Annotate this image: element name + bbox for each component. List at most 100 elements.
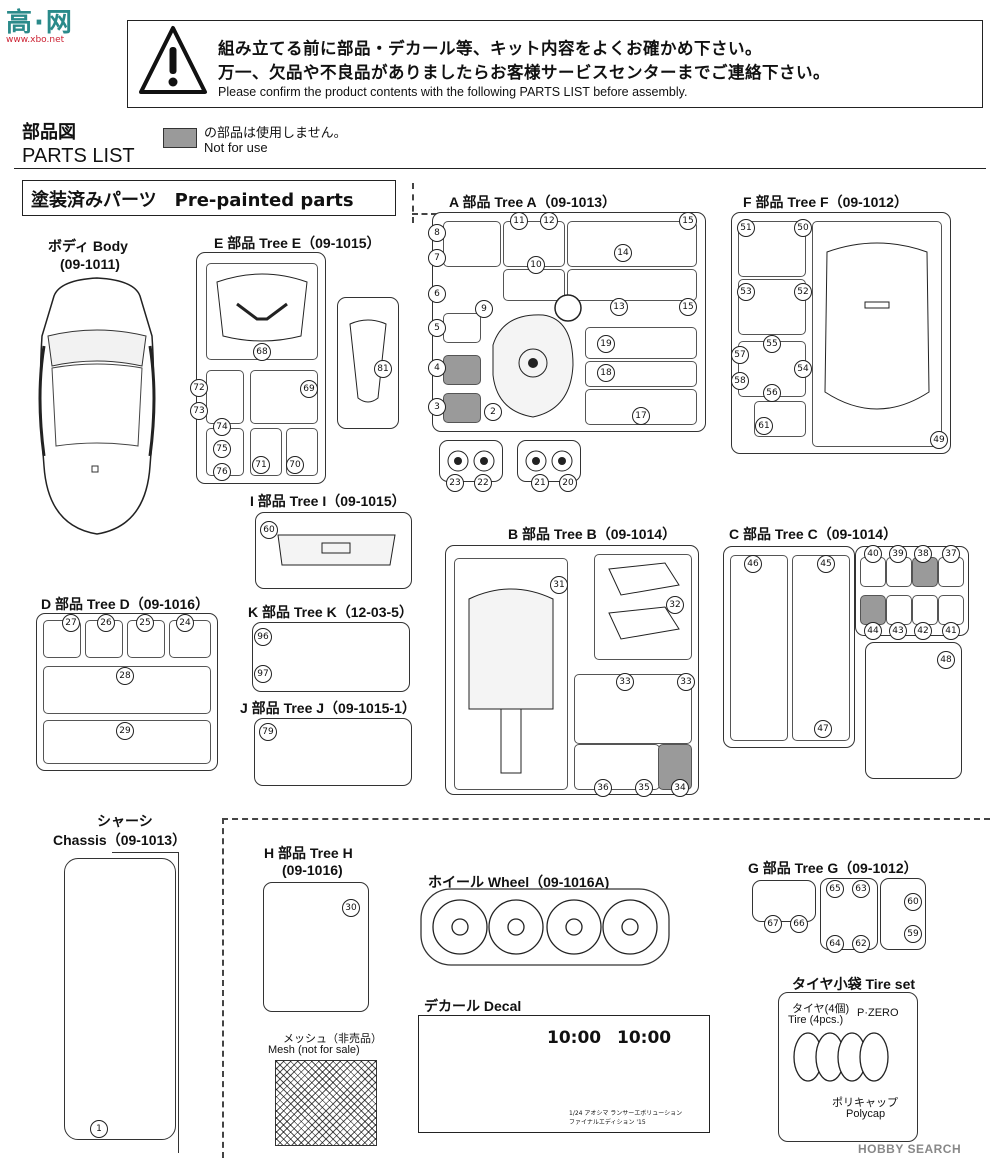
tree-b-label: B 部品 Tree B（09-1014） — [508, 526, 677, 542]
tree-b-frame — [445, 545, 699, 795]
mesh-label-en: Mesh (not for sale) — [268, 1044, 360, 1056]
prepainted-divider-v — [412, 183, 414, 223]
tree-i-label: I 部品 Tree I（09-1015） — [250, 493, 406, 509]
part-number: 71 — [252, 456, 270, 474]
polycap-jp: ポリキャップ — [832, 1097, 898, 1109]
watermark-logo: 高·网 www.xbo.net — [6, 2, 74, 45]
part-number: 62 — [852, 935, 870, 953]
part-number: 10 — [527, 256, 545, 274]
divider-line — [14, 168, 986, 169]
polycap-en: Polycap — [846, 1108, 886, 1120]
part-number: 4 — [428, 359, 446, 377]
tree-a-label: A 部品 Tree A（09-1013） — [449, 194, 617, 210]
roof-panel-part — [824, 242, 930, 410]
decal-clock-1: 10:00 — [547, 1028, 602, 1048]
part-number: 15 — [679, 212, 697, 230]
tree-d-label: D 部品 Tree D（09-1016） — [41, 596, 210, 612]
parts-list-title: 部品図 PARTS LIST — [22, 118, 135, 168]
part-number: 97 — [254, 665, 272, 683]
part-number: 25 — [136, 614, 154, 632]
body-label: ボディ Body — [48, 238, 128, 254]
part-number: 8 — [428, 224, 446, 242]
notice-line-1: 組み立てる前に部品・デカール等、キット内容をよくお確かめ下さい。 — [218, 39, 762, 58]
part-number: 63 — [852, 880, 870, 898]
tree-e-hood-cell — [206, 263, 318, 360]
part-number: 50 — [794, 219, 812, 237]
part-number: 2 — [484, 403, 502, 421]
decal-label: デカール Decal — [424, 998, 522, 1014]
tree-h-label: H 部品 Tree H — [264, 845, 353, 861]
part-number: 19 — [597, 335, 615, 353]
part-number: 38 — [914, 545, 932, 563]
decal-fine-print-1: 1/24 アオシマ ランサーエボリューション — [569, 1110, 683, 1117]
tree-g-label: G 部品 Tree G（09-1012） — [748, 860, 918, 876]
decal-clock-2: 10:00 — [617, 1028, 672, 1048]
decal-fine-print-2: ファイナルエディション '15 — [569, 1119, 646, 1126]
tree-c-frame — [723, 546, 855, 748]
part-number: 37 — [942, 545, 960, 563]
part-number: 41 — [942, 622, 960, 640]
hood-part — [216, 273, 308, 342]
part-number: 6 — [428, 285, 446, 303]
watermark-site: www.xbo.net — [6, 35, 65, 45]
tire-drawing — [793, 1032, 889, 1082]
part-number: 28 — [116, 667, 134, 685]
part-number: 42 — [914, 622, 932, 640]
part-number: 12 — [540, 212, 558, 230]
part-number: 61 — [755, 417, 773, 435]
part-number: 45 — [817, 555, 835, 573]
part-number: 76 — [213, 463, 231, 481]
chassis-label-jp: シャーシ — [97, 813, 153, 829]
lower-section-divider — [222, 818, 990, 820]
mesh-sheet — [275, 1060, 377, 1146]
tree-a-cell-1 — [443, 221, 501, 267]
part-number: 11 — [510, 212, 528, 230]
part-number: 29 — [116, 722, 134, 740]
part-number: 15 — [679, 298, 697, 316]
part-number: 64 — [826, 935, 844, 953]
part-number: 22 — [474, 474, 492, 492]
prepainted-divider-h — [412, 213, 437, 215]
part-number: 33 — [616, 673, 634, 691]
part-number: 7 — [428, 249, 446, 267]
chassis-label-en: Chassis（09-1013） — [53, 832, 187, 848]
disc-part — [525, 450, 573, 472]
part-number: 72 — [190, 379, 208, 397]
part-number: 31 — [550, 576, 568, 594]
tree-c-door-cell-2 — [792, 555, 850, 741]
part-number: 47 — [814, 720, 832, 738]
part-number: 48 — [937, 651, 955, 669]
interior-tub-part — [468, 588, 554, 774]
part-number: 1 — [90, 1120, 108, 1138]
tree-a-not-for-use-cell-3 — [443, 393, 481, 423]
prepainted-label-box: 塗装済みパーツ Pre-painted parts — [22, 180, 396, 216]
legend-en: Not for use — [204, 140, 268, 155]
part-number: 35 — [635, 779, 653, 797]
part-number: 49 — [930, 431, 948, 449]
part-number: 56 — [763, 384, 781, 402]
tree-c-small-cell-6 — [886, 595, 912, 625]
part-number: 81 — [374, 360, 392, 378]
part-number: 33 — [677, 673, 695, 691]
parts-list-title-en: PARTS LIST — [22, 145, 135, 167]
part-number: 32 — [666, 596, 684, 614]
tree-i-frame — [255, 512, 412, 589]
notice-line-3: Please confirm the product contents with… — [218, 85, 688, 99]
tree-f-roof-cell — [812, 221, 942, 447]
part-number: 20 — [559, 474, 577, 492]
part-number: 5 — [428, 319, 446, 337]
decal-sheet: 10:00 10:00 1/24 アオシマ ランサーエボリューション ファイナル… — [418, 1015, 710, 1133]
rear-wing-part — [349, 319, 387, 403]
part-number: 67 — [764, 915, 782, 933]
part-number: 55 — [763, 335, 781, 353]
part-number: 57 — [731, 346, 749, 364]
part-number: 26 — [97, 614, 115, 632]
tree-c-not-for-use-cell-44 — [860, 595, 886, 625]
chassis-frame — [64, 858, 176, 1140]
tree-j-label: J 部品 Tree J（09-1015-1） — [240, 700, 416, 716]
part-number: 24 — [176, 614, 194, 632]
part-number: 65 — [826, 880, 844, 898]
part-number: 69 — [300, 380, 318, 398]
part-number: 3 — [428, 398, 446, 416]
watermark-logo-text: 高·网 — [6, 8, 74, 38]
